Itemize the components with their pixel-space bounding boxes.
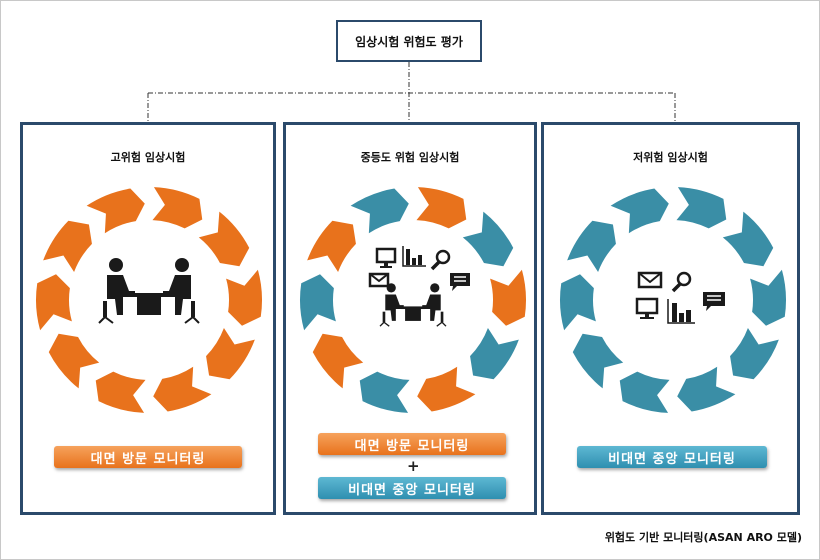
panel-title: 중등도 위험 임상시험 xyxy=(360,151,460,164)
ring-segment xyxy=(416,187,467,229)
ring-segment xyxy=(610,188,669,234)
segmented-ring xyxy=(300,187,526,413)
ring-segment xyxy=(152,187,203,229)
root-box: 임상시험 위험도 평가 xyxy=(336,20,482,62)
bar-chart-icon xyxy=(402,246,426,267)
ring-segment xyxy=(619,371,670,413)
ring-segment xyxy=(676,187,727,229)
ring-segment xyxy=(417,366,476,412)
root-title: 임상시험 위험도 평가 xyxy=(355,34,463,49)
meeting-icon xyxy=(98,258,200,324)
panel-low-risk: 저위험 임상시험 비대면 중 xyxy=(541,122,800,515)
envelope-icon xyxy=(637,271,663,289)
label-in-person-monitoring: 대면 방문 모니터링 xyxy=(318,433,506,455)
ring-segment xyxy=(350,188,409,234)
plus-sign: + xyxy=(407,457,420,475)
panel-moderate-risk: 중등도 위험 임상시험 xyxy=(283,122,537,515)
meeting-icon xyxy=(379,283,447,327)
ring-segment xyxy=(560,274,596,331)
ring-segment xyxy=(95,371,146,413)
magnifier-icon xyxy=(430,249,451,271)
panel-title: 저위험 임상시험 xyxy=(633,151,708,164)
ring-segment xyxy=(722,211,774,267)
monitor-icon xyxy=(635,297,659,319)
ring-segment xyxy=(300,274,336,331)
ring-segment xyxy=(730,328,779,380)
label-remote-central-monitoring: 비대면 중앙 모니터링 xyxy=(577,446,767,468)
segmented-ring xyxy=(560,187,786,413)
ring-segment xyxy=(153,366,212,412)
ring-segment xyxy=(198,211,250,267)
figure-caption: 위험도 기반 모니터링(ASAN ARO 모델) xyxy=(604,531,802,544)
ring-segment xyxy=(750,269,786,326)
panel-title: 고위험 임상시험 xyxy=(110,151,186,164)
ring-segment xyxy=(307,220,356,272)
ring-segment xyxy=(677,366,736,412)
ring-segment xyxy=(206,328,255,380)
ring-segment xyxy=(359,371,410,413)
segmented-ring xyxy=(36,187,262,413)
monitor-icon xyxy=(375,247,397,268)
bar-chart-icon xyxy=(667,299,695,324)
ring-segment xyxy=(86,188,145,234)
envelope-icon xyxy=(368,272,390,288)
ring-segment xyxy=(567,220,616,272)
chat-icon xyxy=(703,292,725,311)
label-remote-central-monitoring: 비대면 중앙 모니터링 xyxy=(318,477,506,499)
ring-segment xyxy=(572,333,624,389)
ring-segment xyxy=(36,274,72,331)
chat-icon xyxy=(450,273,470,291)
ring-segment xyxy=(48,333,100,389)
magnifier-icon xyxy=(671,271,692,293)
ring-segment xyxy=(312,333,364,389)
ring-segment xyxy=(490,269,526,326)
label-in-person-monitoring: 대면 방문 모니터링 xyxy=(54,446,242,468)
ring-segment xyxy=(470,328,519,380)
panel-high-risk: 고위험 임상시험 대면 방문 모니터링 xyxy=(20,122,276,515)
ring-segment xyxy=(43,220,92,272)
ring-segment xyxy=(462,211,514,267)
ring-segment xyxy=(226,269,262,326)
